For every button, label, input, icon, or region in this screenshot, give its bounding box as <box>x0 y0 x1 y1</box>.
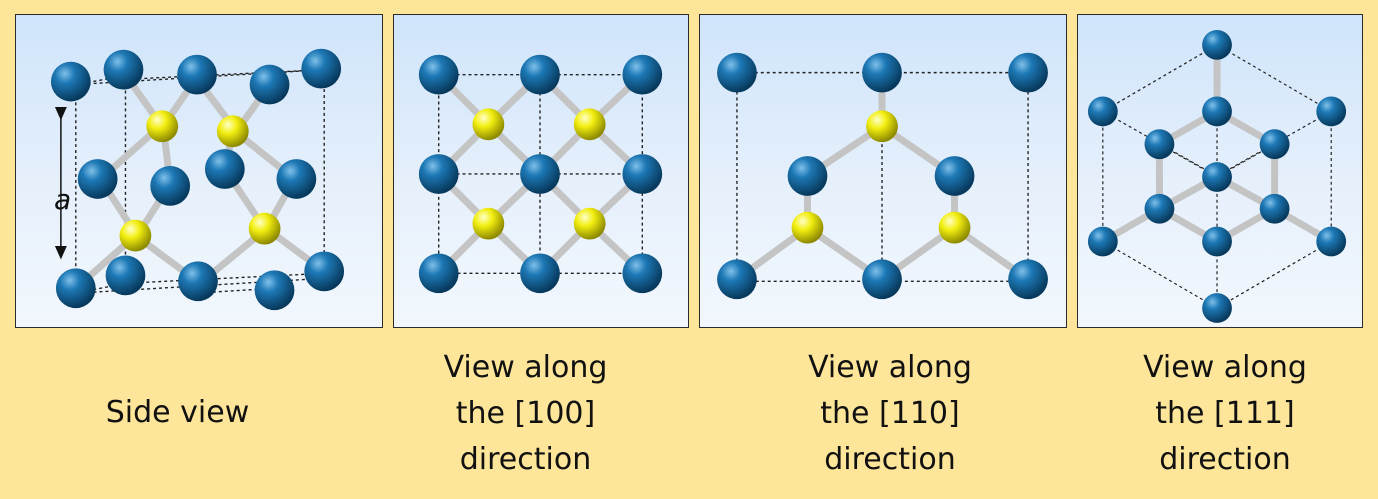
view-100-crystal-diagram <box>418 54 663 294</box>
caption-view-110: View along the [110] direction <box>808 350 972 477</box>
lattice-constant-label: a <box>54 183 72 216</box>
side-view-crystal-diagram <box>50 48 345 311</box>
view-110-crystal-diagram <box>717 52 1048 300</box>
panel-side-view: a <box>15 14 383 328</box>
panel-view-111 <box>1077 14 1363 328</box>
caption-view-111: View along the [111] direction <box>1143 350 1307 477</box>
caption-side-view: Side view <box>105 395 250 430</box>
panel-view-110 <box>699 14 1067 328</box>
caption-view-100: View along the [100] direction <box>443 350 608 477</box>
view-111-crystal-diagram <box>1087 29 1347 323</box>
panel-view-100 <box>393 14 689 328</box>
